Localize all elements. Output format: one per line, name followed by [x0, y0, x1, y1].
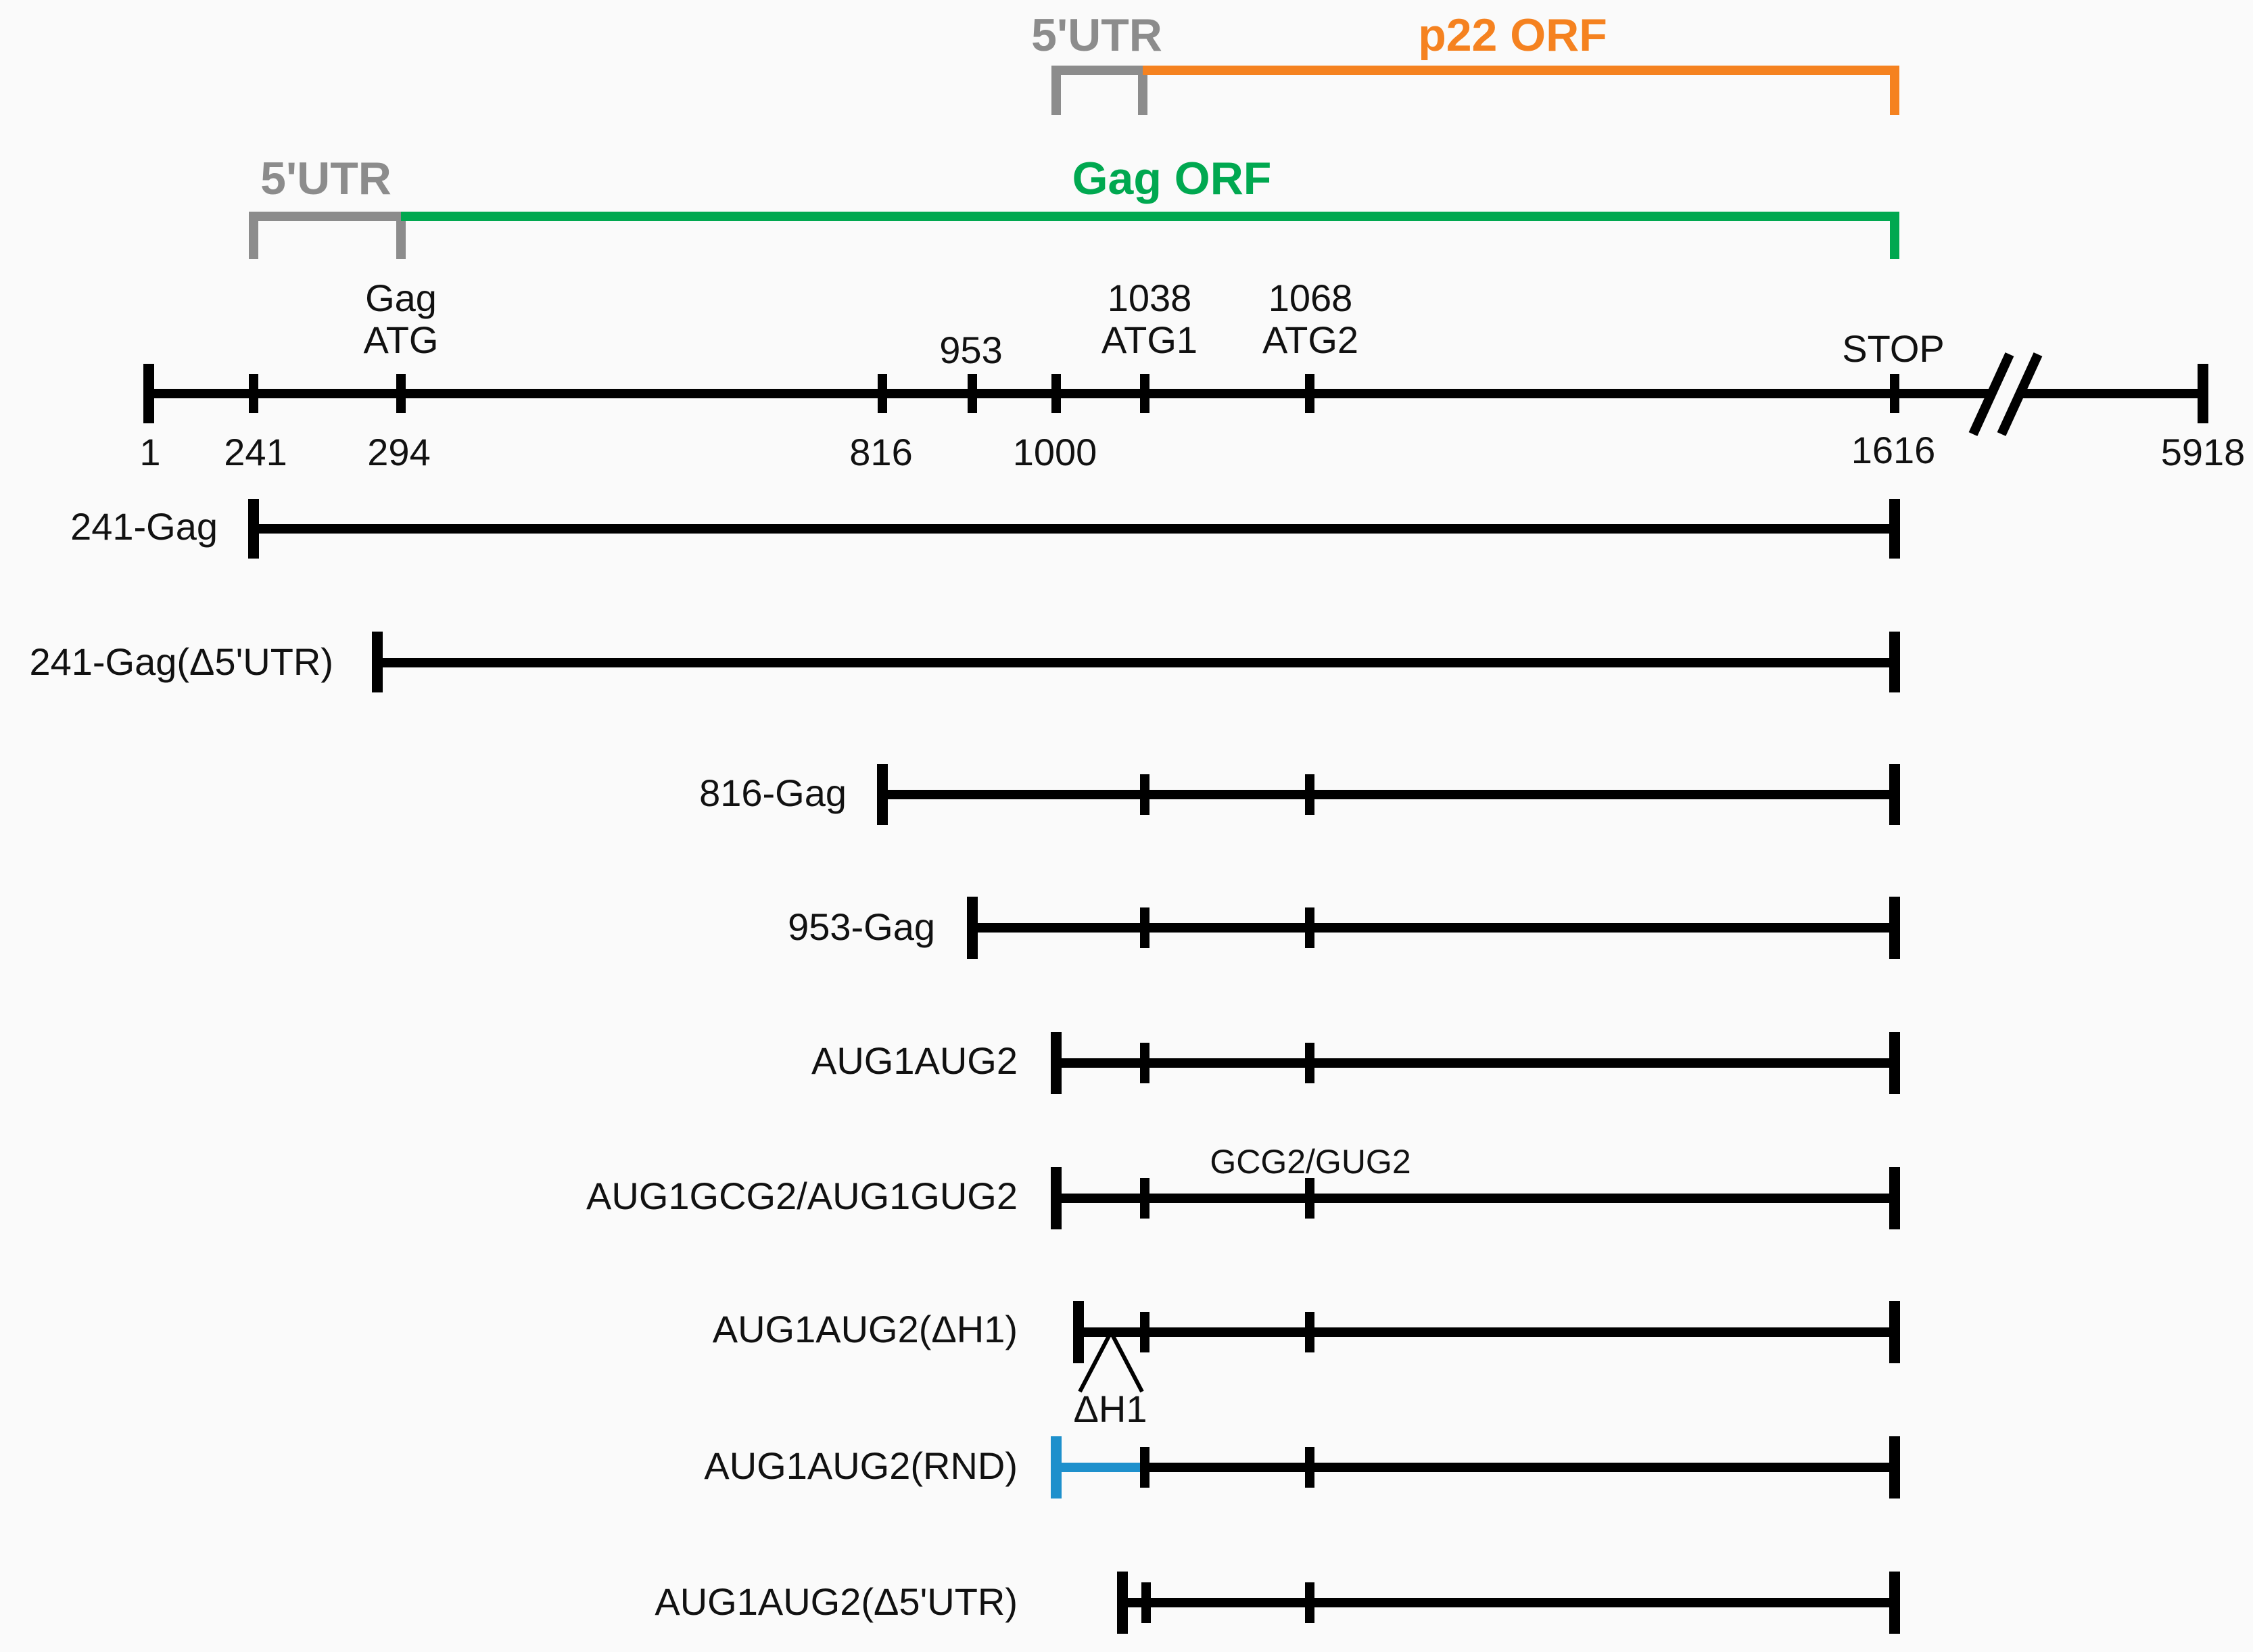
construct-label: 241-Gag — [70, 505, 218, 548]
gag-orf-bracket-group: 5'UTR Gag ORF — [249, 153, 1899, 259]
construct-aug1gcg2-aug1gug2: AUG1GCG2/AUG1GUG2 GCG2/GUG2 — [586, 1143, 1900, 1229]
construct-label: AUG1GCG2/AUG1GUG2 — [586, 1175, 1018, 1217]
pos-label-1000: 1000 — [1013, 431, 1097, 473]
construct-aug1aug2-delta-h1: AUG1AUG2(ΔH1) ΔH1 — [713, 1301, 1900, 1430]
gcg2-gug2-annotation: GCG2/GUG2 — [1210, 1143, 1410, 1181]
pos-label-1: 1 — [139, 431, 160, 473]
construct-label: AUG1AUG2(RND) — [704, 1444, 1018, 1487]
gag-atg-label-line2: ATG — [364, 318, 439, 361]
atg1-position-label: 1038 — [1108, 277, 1192, 319]
axis-break-mark — [1968, 352, 2014, 436]
p22-utr-bracket — [1051, 66, 1147, 115]
construct-816-gag: 816-Gag — [699, 764, 1900, 825]
deletion-marker — [1078, 1327, 1144, 1393]
construct-953-gag: 953-Gag — [788, 897, 1900, 959]
construct-aug1aug2: AUG1AUG2 — [811, 1032, 1900, 1094]
stop-label: STOP — [1842, 327, 1944, 370]
axis-break-mark — [1997, 352, 2043, 436]
construct-aug1aug2-delta-5utr: AUG1AUG2(Δ5'UTR) — [655, 1572, 1900, 1634]
gag-atg-label-line1: Gag — [365, 277, 437, 319]
delta-h1-annotation: ΔH1 — [1074, 1388, 1147, 1430]
construct-label: 816-Gag — [699, 772, 847, 814]
gag-orf-label: Gag ORF — [1072, 153, 1272, 204]
gag-utr-label: 5'UTR — [260, 153, 392, 204]
gag-orf-bracket — [401, 212, 1899, 259]
p22-orf-bracket — [1143, 66, 1899, 115]
atg2-label: ATG2 — [1262, 318, 1358, 361]
construct-label: 241-Gag(Δ5'UTR) — [29, 640, 333, 683]
p22-orf-bracket-group: 5'UTR p22 ORF — [1031, 9, 1899, 115]
construct-label: 953-Gag — [788, 905, 935, 948]
construct-label: AUG1AUG2 — [811, 1039, 1018, 1082]
pos-953-label: 953 — [939, 329, 1002, 371]
pos-label-241: 241 — [224, 431, 287, 473]
atg2-position-label: 1068 — [1268, 277, 1353, 319]
pos-label-294: 294 — [367, 431, 430, 473]
construct-aug1aug2-rnd: AUG1AUG2(RND) — [704, 1436, 1900, 1498]
construct-label: AUG1AUG2(ΔH1) — [713, 1308, 1018, 1350]
genome-map: Gag ATG 953 1038 ATG1 1068 ATG2 STOP 1 2… — [139, 277, 2245, 473]
gag-utr-bracket — [249, 212, 406, 259]
pos-label-816: 816 — [849, 431, 912, 473]
atg1-label: ATG1 — [1101, 318, 1197, 361]
construct-label: AUG1AUG2(Δ5'UTR) — [655, 1580, 1018, 1623]
p22-utr-label: 5'UTR — [1031, 9, 1162, 61]
p22-orf-label: p22 ORF — [1418, 9, 1607, 61]
construct-241-gag: 241-Gag — [70, 499, 1900, 559]
construct-241-gag-delta-5utr: 241-Gag(Δ5'UTR) — [29, 632, 1900, 692]
pos-label-1616: 1616 — [1851, 429, 1936, 471]
pos-label-5918: 5918 — [2161, 431, 2246, 473]
